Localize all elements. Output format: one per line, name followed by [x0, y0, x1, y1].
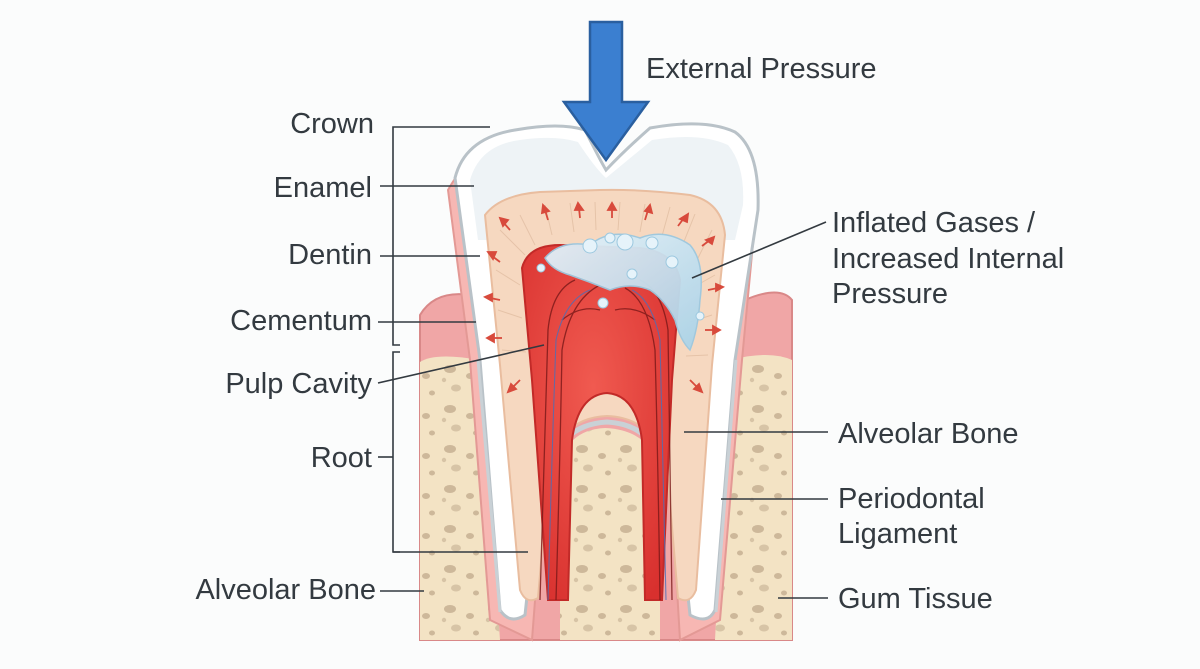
down-arrow-icon: [561, 20, 651, 163]
internal-pressure-arrows: [482, 201, 726, 394]
label-external-pressure: External Pressure: [646, 53, 877, 85]
label-dentin: Dentin: [288, 239, 372, 271]
label-crown: Crown: [290, 108, 374, 140]
label-cementum: Cementum: [230, 305, 372, 337]
label-inflated-gases-line3: Pressure: [832, 278, 948, 310]
leader-lines: [377, 126, 828, 599]
label-inflated-gases-line1: Inflated Gases /: [832, 207, 1036, 239]
label-alveolar-bone-right: Alveolar Bone: [838, 418, 1019, 450]
label-periodontal-line2: Ligament: [838, 518, 957, 550]
label-periodontal-line1: Periodontal: [838, 483, 985, 515]
label-alveolar-bone-left: Alveolar Bone: [195, 574, 376, 606]
label-gum-tissue: Gum Tissue: [838, 583, 993, 615]
label-inflated-gases-line2: Increased Internal: [832, 243, 1064, 275]
label-enamel: Enamel: [274, 172, 372, 204]
label-pulp-cavity: Pulp Cavity: [225, 368, 372, 400]
inflated-gases: [536, 232, 705, 352]
label-root: Root: [311, 442, 372, 474]
